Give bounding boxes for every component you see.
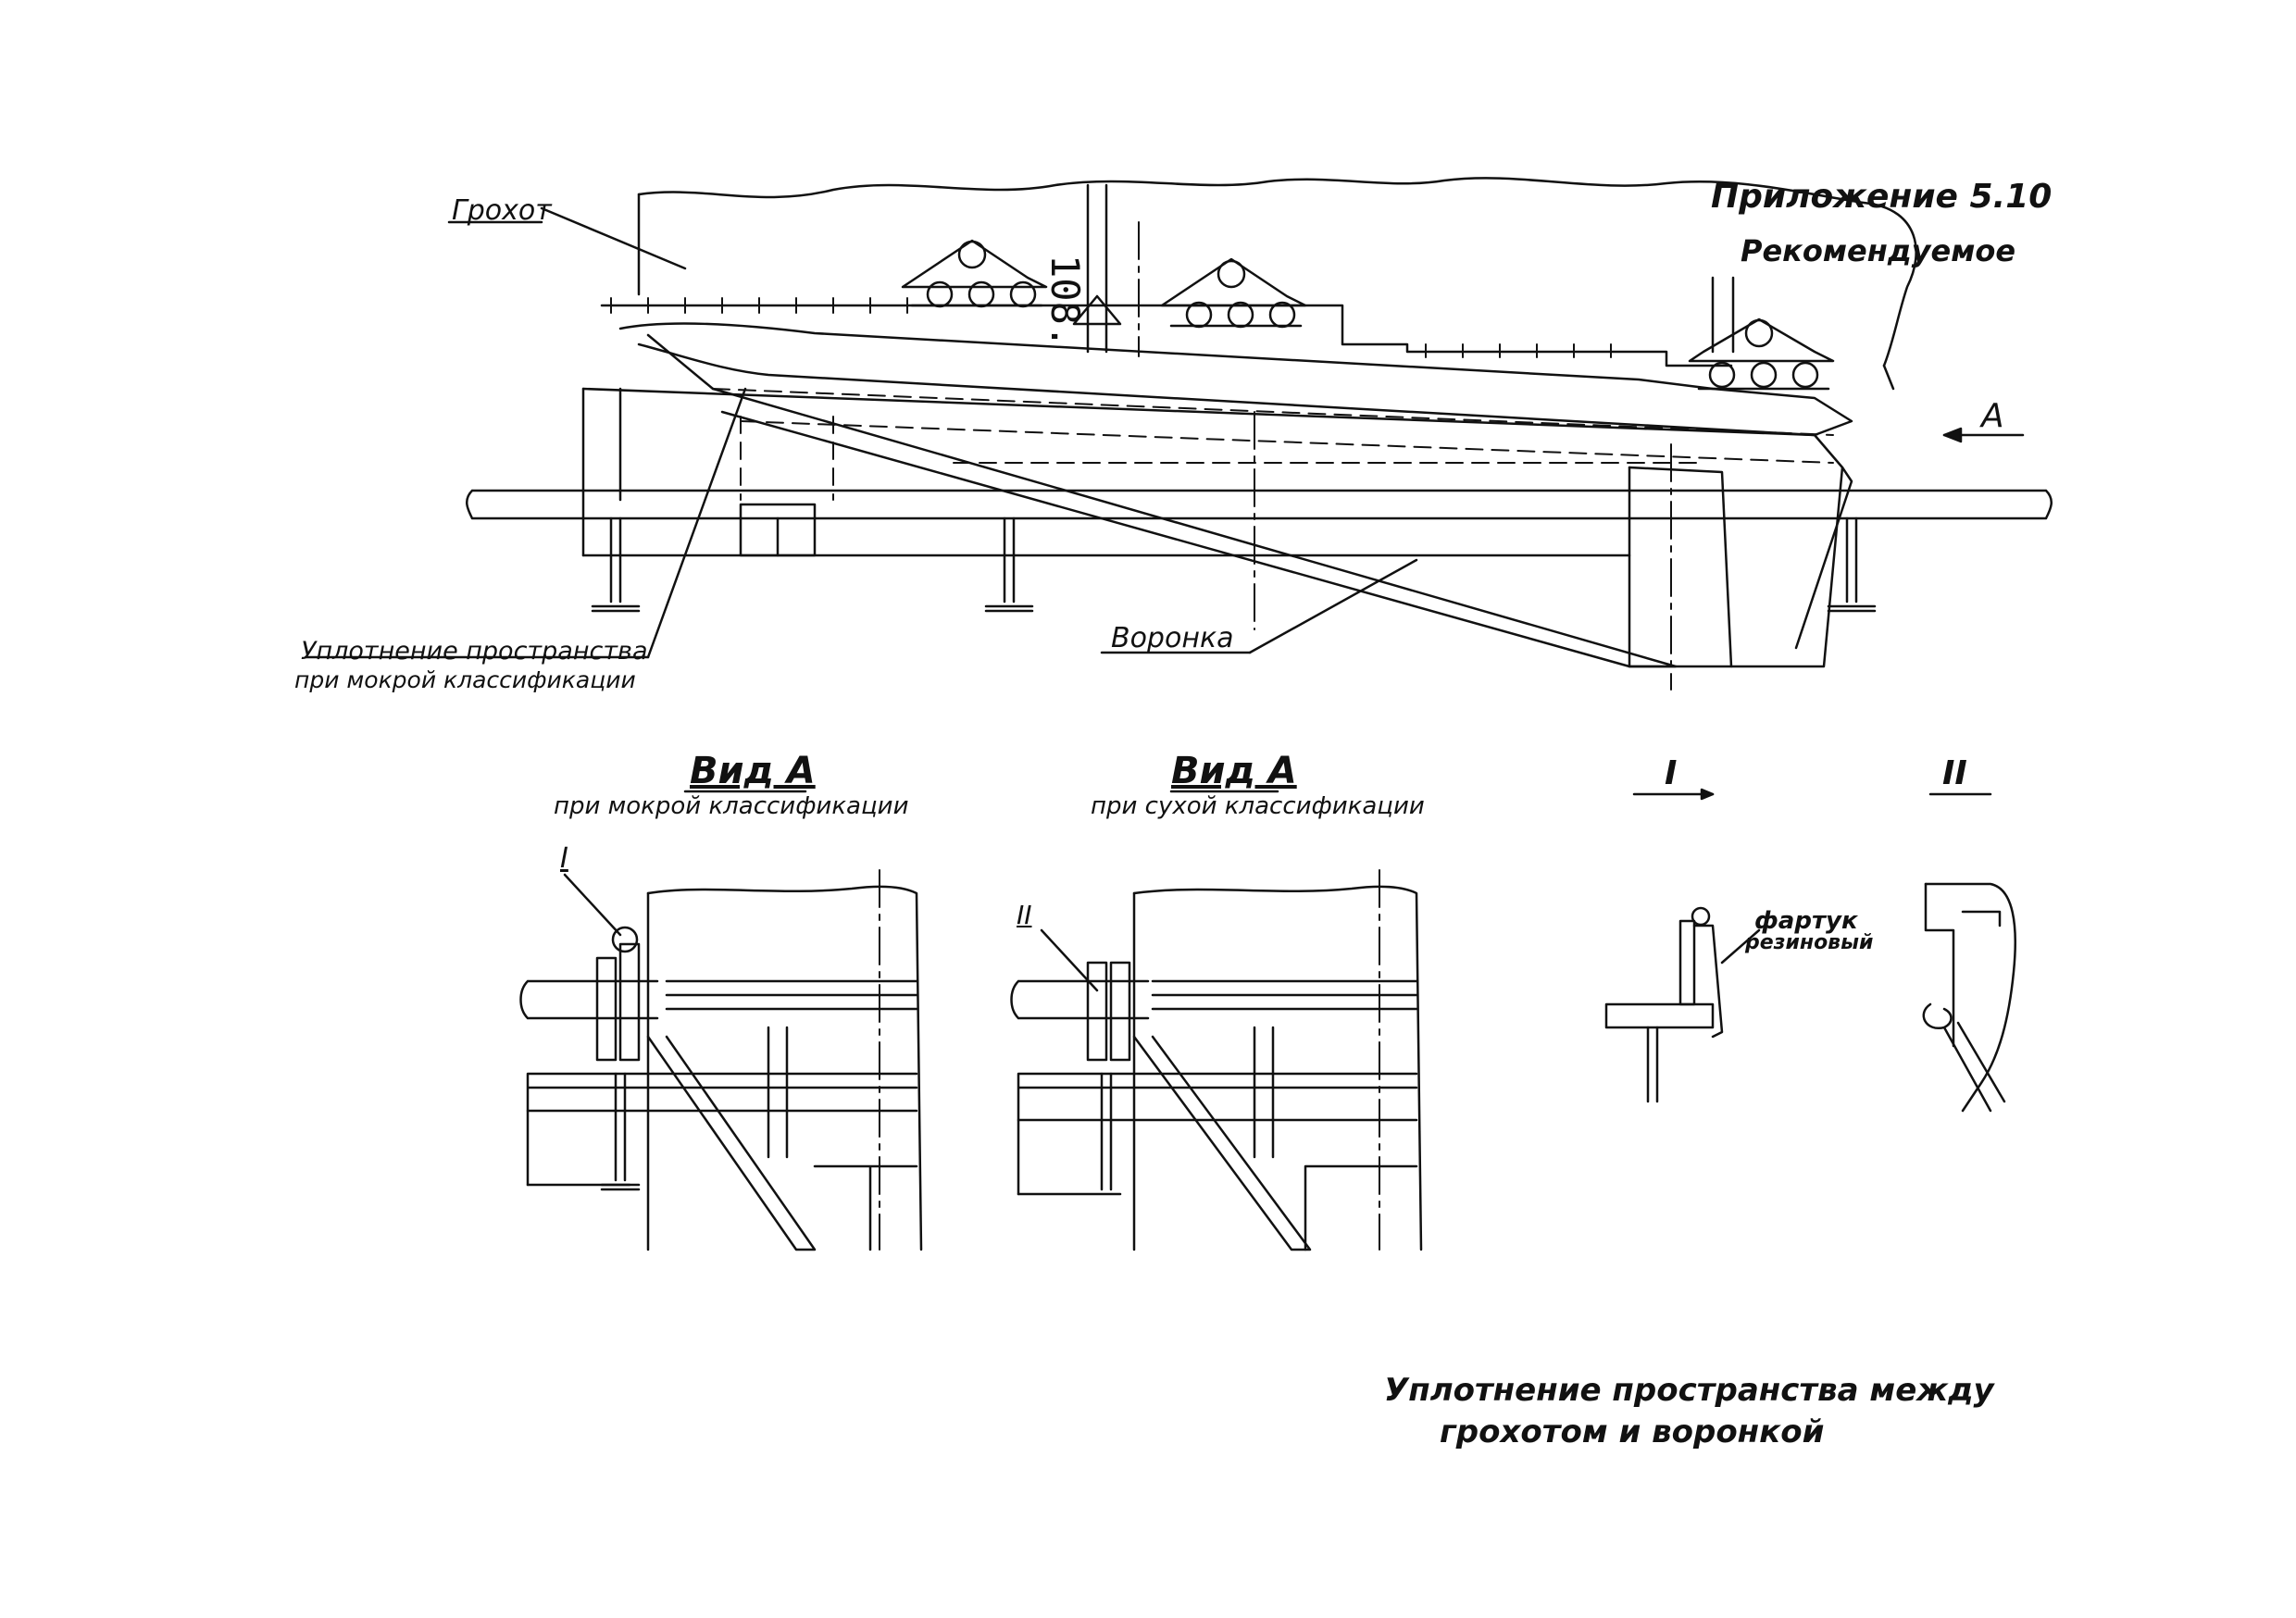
center-lines — [1138, 221, 1672, 691]
beam-posts — [591, 503, 1877, 613]
view-a-wet — [519, 790, 923, 1251]
view-a-dry-subtitle: при сухой классификации — [1091, 792, 1425, 820]
view-arrow-label: А — [1981, 397, 2004, 435]
support-1 — [901, 239, 1048, 308]
view-a-wet-subtitle: при мокрой классификации — [554, 792, 909, 820]
seal-label-line2: при мокрой классификации — [294, 666, 636, 693]
detail-i-title: I — [1665, 754, 1678, 792]
callout-ii: II — [1017, 900, 1032, 930]
view-a-wet-title: Вид А — [690, 750, 816, 792]
page-number: 108. — [1042, 255, 1088, 349]
view-a-dry-title: Вид А — [1171, 750, 1297, 792]
deck-ticks — [610, 297, 1612, 358]
detail-ii-title: II — [1942, 754, 1967, 792]
leader-funnel — [1248, 558, 1418, 654]
seal-label-line1: Уплотнение пространства — [301, 637, 648, 666]
support-2 — [1160, 257, 1307, 329]
detail-ii — [1922, 792, 2016, 1113]
view-a-dry — [1010, 790, 1423, 1251]
caption-line1: Уплотнение пространства между — [1384, 1372, 1994, 1409]
screen-label: Грохот — [452, 194, 552, 227]
caption-line2: грохотом и воронкой — [1440, 1413, 1825, 1450]
funnel-plate — [711, 387, 1678, 668]
support-3 — [1688, 317, 1835, 391]
detail-i-label-line2: резиновый — [1745, 931, 1874, 954]
callout-i: I — [560, 842, 568, 875]
view-arrow-a — [1942, 427, 2025, 443]
screen-deck — [600, 304, 1733, 367]
hidden-lines — [712, 388, 1834, 501]
funnel-label: Воронка — [1111, 622, 1234, 654]
main-elevation — [304, 177, 2053, 691]
detail-i — [1604, 788, 1761, 1103]
leader-seal — [646, 387, 747, 659]
detail-i-label-line1: фартук — [1754, 907, 1858, 935]
leader-screen — [540, 206, 687, 270]
main-beam — [466, 489, 2053, 520]
screen-break-line — [637, 177, 1917, 367]
appendix-label: Приложение 5.10 — [1711, 178, 2053, 216]
status-label: Рекомендуемое — [1741, 233, 2016, 268]
screen-trough — [618, 322, 1853, 437]
